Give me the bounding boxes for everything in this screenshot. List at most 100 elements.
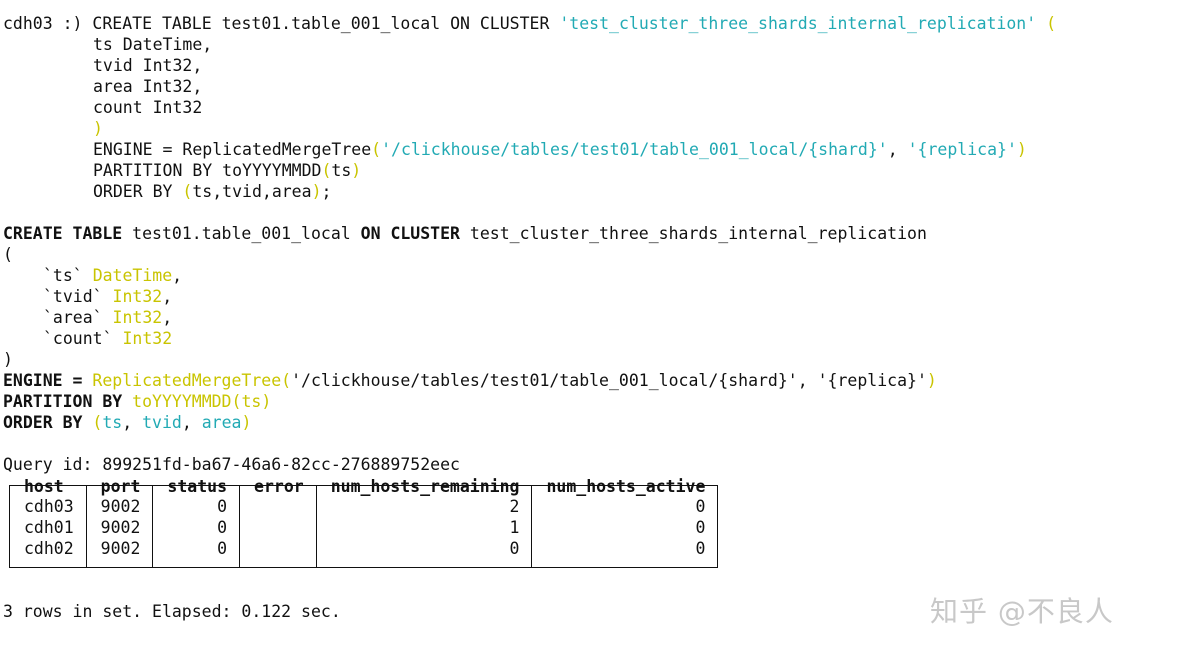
column-def: ts DateTime, [93, 35, 213, 54]
column-def: tvid Int32, [93, 56, 203, 75]
column-name: `area` [43, 308, 103, 327]
column-type: Int32 [112, 287, 163, 306]
table-row: cdh01 9002 0 1 0 [9, 517, 719, 538]
open-paren: ( [3, 245, 13, 264]
kw-on-cluster: ON CLUSTER [360, 224, 460, 243]
table-row: cdh02 9002 0 0 0 [9, 538, 719, 568]
table-cell [239, 517, 317, 538]
cluster-name: 'test_cluster_three_shards_internal_repl… [559, 14, 1037, 33]
kw-create-table: CREATE TABLE [3, 224, 123, 243]
blank-line [3, 433, 1173, 454]
table-cell: cdh03 [9, 496, 87, 517]
order-args: ts,tvid,area [192, 182, 312, 201]
partition-line: PARTITION BY toYYYYMMDD(ts) [3, 160, 1173, 181]
formatted-order-line: ORDER BY (ts, tvid, area) [3, 413, 252, 432]
engine-replica: '{replica}' [907, 140, 1017, 159]
prompt: cdh03 :) [3, 14, 83, 33]
paren: ) [1016, 140, 1027, 159]
paren: ( [321, 161, 332, 180]
formatted-column: `area` Int32, [3, 307, 1173, 328]
column-header: num_hosts_remaining [315, 478, 533, 496]
paren: ) [311, 182, 322, 201]
column-name: `ts` [43, 266, 83, 285]
table-row: cdh03 9002 0 2 0 [9, 496, 719, 517]
comma: , [162, 308, 173, 327]
column-header: port [85, 478, 154, 496]
rows-elapsed-footer: 3 rows in set. Elapsed: 0.122 sec. [3, 602, 341, 621]
table-cell: 0 [152, 496, 241, 517]
kw-on-cluster: ON CLUSTER [450, 14, 550, 33]
paren: ( [92, 413, 103, 432]
paren: ) [351, 161, 362, 180]
partition-function: toYYYYMMDD( [132, 392, 242, 411]
query-id: Query id: 899251fd-ba67-46a6-82cc-276889… [3, 455, 460, 474]
open-paren: ( [1046, 14, 1057, 33]
column-name: `tvid` [43, 287, 103, 306]
result-table: host port status error num_hosts_remaini… [9, 478, 719, 568]
order-keyword: ORDER BY [3, 413, 83, 432]
column-type: Int32 [122, 329, 173, 348]
paren: ) [261, 392, 272, 411]
table-cell: 0 [152, 538, 241, 568]
partition-keyword: PARTITION BY [3, 392, 123, 411]
table-cell: 9002 [85, 538, 154, 568]
order-keyword: ORDER BY [93, 182, 183, 201]
terminal-output: cdh03 :) CREATE TABLE test01.table_001_l… [3, 13, 1173, 622]
engine-args: '/clickhouse/tables/test01/table_001_loc… [291, 371, 927, 390]
formatted-column: `tvid` Int32, [3, 286, 1173, 307]
order-arg: area [201, 413, 242, 432]
table-cell: 9002 [85, 517, 154, 538]
engine-path: '/clickhouse/tables/test01/table_001_loc… [381, 140, 888, 159]
blank-line [3, 202, 1173, 223]
table-cell: 0 [531, 496, 719, 517]
paren: ( [371, 140, 382, 159]
order-arg: ts [102, 413, 123, 432]
table-cell: 0 [531, 538, 719, 568]
result-table-wrap: host port status error num_hosts_remaini… [3, 475, 1173, 580]
formatted-create-line: CREATE TABLE test01.table_001_local ON C… [3, 223, 1173, 244]
engine-line: ENGINE = ReplicatedMergeTree('/clickhous… [3, 139, 1173, 160]
column-type: DateTime [92, 266, 173, 285]
table-cell: 0 [531, 517, 719, 538]
table-name: test01.table_001_local [221, 14, 441, 33]
order-line: ORDER BY (ts,tvid,area); [3, 181, 1173, 202]
paren: ( [182, 182, 193, 201]
table-cell: cdh01 [9, 517, 87, 538]
table-name: test01.table_001_local [122, 224, 361, 243]
formatted-engine-line: ENGINE = ReplicatedMergeTree('/clickhous… [3, 370, 1173, 391]
watermark: 知乎 @不良人 [930, 595, 1114, 628]
column-header: error [239, 478, 317, 496]
column-header: host [9, 478, 87, 496]
engine-keyword: ENGINE = [3, 371, 83, 390]
separator: , [887, 140, 908, 159]
order-arg: tvid [142, 413, 182, 432]
column-name: `count` [43, 329, 113, 348]
column-def: area Int32, [93, 77, 203, 96]
table-header-row: host port status error num_hosts_remaini… [9, 478, 719, 496]
command-line: cdh03 :) CREATE TABLE test01.table_001_l… [3, 13, 1173, 34]
engine-function: ReplicatedMergeTree( [92, 371, 292, 390]
semicolon: ; [321, 182, 332, 201]
paren: ) [241, 413, 252, 432]
table-cell: 9002 [85, 496, 154, 517]
comma: , [172, 266, 183, 285]
close-paren: ) [93, 119, 103, 138]
table-cell: cdh02 [9, 538, 87, 568]
formatted-partition-line: PARTITION BY toYYYYMMDD(ts) [3, 391, 1173, 412]
table-cell: 1 [315, 517, 533, 538]
formatted-column: `ts` DateTime, [3, 265, 1173, 286]
close-paren: ) [3, 350, 13, 369]
column-header: num_hosts_active [531, 478, 719, 496]
engine-keyword: ENGINE = ReplicatedMergeTree [93, 140, 372, 159]
table-cell: 0 [315, 538, 533, 568]
table-cell: 2 [315, 496, 533, 517]
partition-arg: ts [331, 161, 352, 180]
column-header: status [152, 478, 241, 496]
partition-arg: ts [241, 392, 262, 411]
table-cell [239, 496, 317, 517]
comma: , [162, 287, 173, 306]
table-cell [239, 538, 317, 568]
formatted-column: `count` Int32 [3, 328, 1173, 349]
kw-create-table: CREATE TABLE [92, 14, 212, 33]
column-type: Int32 [112, 308, 163, 327]
